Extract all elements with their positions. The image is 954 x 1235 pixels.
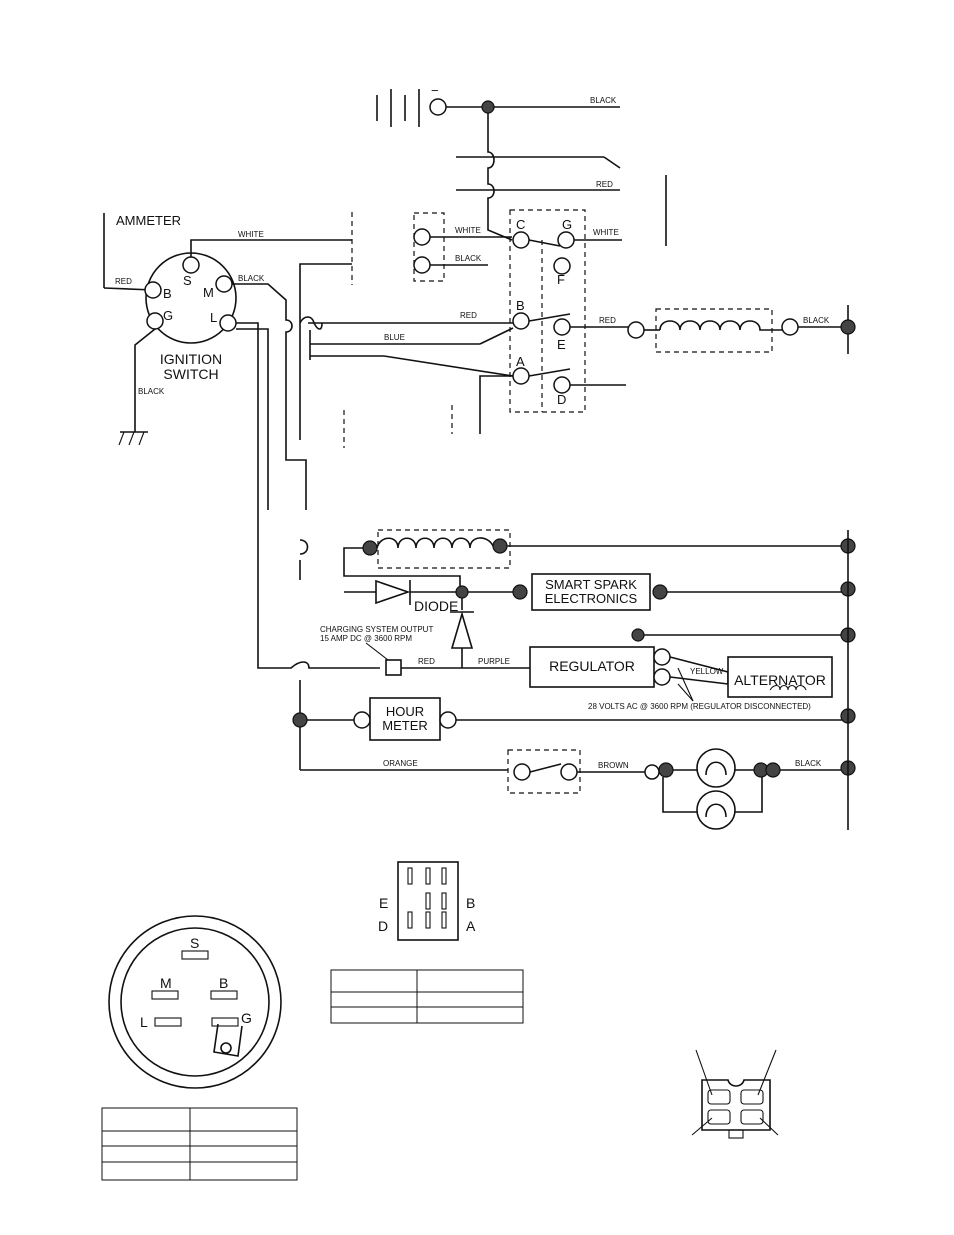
wire-label-blue: BLUE: [384, 333, 405, 342]
wire-label-black: BLACK: [590, 96, 617, 105]
ignition-terminal-m: [215, 275, 233, 293]
ignition-switch-face: S M B L G: [108, 915, 282, 1089]
relay-terminal-c: [512, 231, 530, 249]
svg-text:L: L: [210, 310, 217, 325]
svg-text:SWITCH: SWITCH: [163, 366, 218, 382]
relay-terminal-b: [512, 312, 530, 330]
svg-text:RED: RED: [115, 277, 132, 286]
svg-text:G: G: [562, 217, 572, 232]
svg-text:METER: METER: [382, 718, 428, 733]
svg-text:RED: RED: [418, 657, 435, 666]
relay: C G F B E A D: [509, 209, 586, 413]
battery-negative-mark: −: [431, 83, 439, 98]
svg-text:B: B: [516, 298, 525, 313]
svg-text:WHITE: WHITE: [238, 230, 264, 239]
svg-text:WHITE: WHITE: [593, 228, 619, 237]
svg-text:D: D: [557, 392, 566, 407]
svg-text:S: S: [190, 935, 199, 951]
svg-text:HOUR: HOUR: [386, 704, 424, 719]
svg-text:BLACK: BLACK: [138, 387, 165, 396]
wire-label-red: RED: [596, 180, 613, 189]
svg-text:BLACK: BLACK: [238, 274, 265, 283]
svg-text:BLACK: BLACK: [803, 316, 830, 325]
alternator-label: ALTERNATOR: [734, 672, 826, 688]
relay-terminal-a: [512, 367, 530, 385]
svg-text:M: M: [203, 285, 214, 300]
battery-ground-splice: [481, 100, 495, 114]
svg-text:BLACK: BLACK: [455, 254, 482, 263]
connector-table: [330, 969, 524, 1024]
wire-label-yellow: YELLOW: [690, 667, 724, 676]
connector-pin-view: E D B A: [378, 861, 476, 941]
ignition-terminal-g: [146, 312, 164, 330]
svg-text:D: D: [378, 918, 388, 934]
battery: −: [376, 83, 447, 127]
svg-text:ELECTRONICS: ELECTRONICS: [545, 591, 638, 606]
svg-text:S: S: [183, 273, 192, 288]
diode-symbol: [375, 579, 411, 605]
svg-text:RED: RED: [460, 311, 477, 320]
ignition-terminal-l: [219, 314, 237, 332]
wire-label-purple: PURPLE: [478, 657, 510, 666]
ignition-switch-table: [101, 1107, 298, 1181]
svg-text:C: C: [516, 217, 525, 232]
svg-text:L: L: [140, 1014, 148, 1030]
svg-text:G: G: [163, 308, 173, 323]
relay-terminal-d: [553, 376, 571, 394]
ignition-terminal-b: [144, 281, 162, 299]
hour-meter-box: [369, 697, 441, 741]
svg-text:F: F: [557, 272, 565, 287]
svg-text:B: B: [163, 286, 172, 301]
ignition-terminal-s: [182, 256, 200, 274]
relay-terminal-f: [553, 257, 571, 275]
svg-text:G: G: [241, 1010, 252, 1026]
svg-text:E: E: [557, 337, 566, 352]
smart-spark-box: [531, 573, 651, 611]
svg-text:CHARGING SYSTEM OUTPUT: CHARGING SYSTEM OUTPUT: [320, 625, 433, 634]
svg-text:B: B: [466, 895, 475, 911]
svg-text:E: E: [379, 895, 388, 911]
ignition-switch: S B M G L IGNITION SWITCH: [144, 252, 237, 382]
svg-text:M: M: [160, 975, 172, 991]
wire-label-white: WHITE: [455, 226, 481, 235]
regulator-box: [529, 646, 655, 688]
battery-negative-terminal: [429, 98, 447, 116]
svg-text:BLACK: BLACK: [795, 759, 822, 768]
ammeter-label: AMMETER: [116, 213, 181, 228]
svg-text:15 AMP DC @ 3600 RPM: 15 AMP DC @ 3600 RPM: [320, 634, 412, 643]
svg-text:B: B: [219, 975, 228, 991]
svg-text:A: A: [516, 354, 525, 369]
relay-terminal-g: [557, 231, 575, 249]
relay-base-view: [691, 1049, 779, 1139]
wire-label-orange: ORANGE: [383, 759, 418, 768]
alternator-box: [727, 656, 833, 698]
relay-terminal-e: [553, 318, 571, 336]
ignition-switch-label: IGNITION: [160, 351, 222, 367]
regulator-label: REGULATOR: [549, 658, 635, 674]
diode-label: DIODE: [414, 598, 458, 614]
svg-text:SMART SPARK: SMART SPARK: [545, 577, 637, 592]
wire-label-brown: BROWN: [598, 761, 629, 770]
ac-volts-note: 28 VOLTS AC @ 3600 RPM (REGULATOR DISCON…: [588, 702, 811, 711]
svg-text:A: A: [466, 918, 476, 934]
svg-text:RED: RED: [599, 316, 616, 325]
